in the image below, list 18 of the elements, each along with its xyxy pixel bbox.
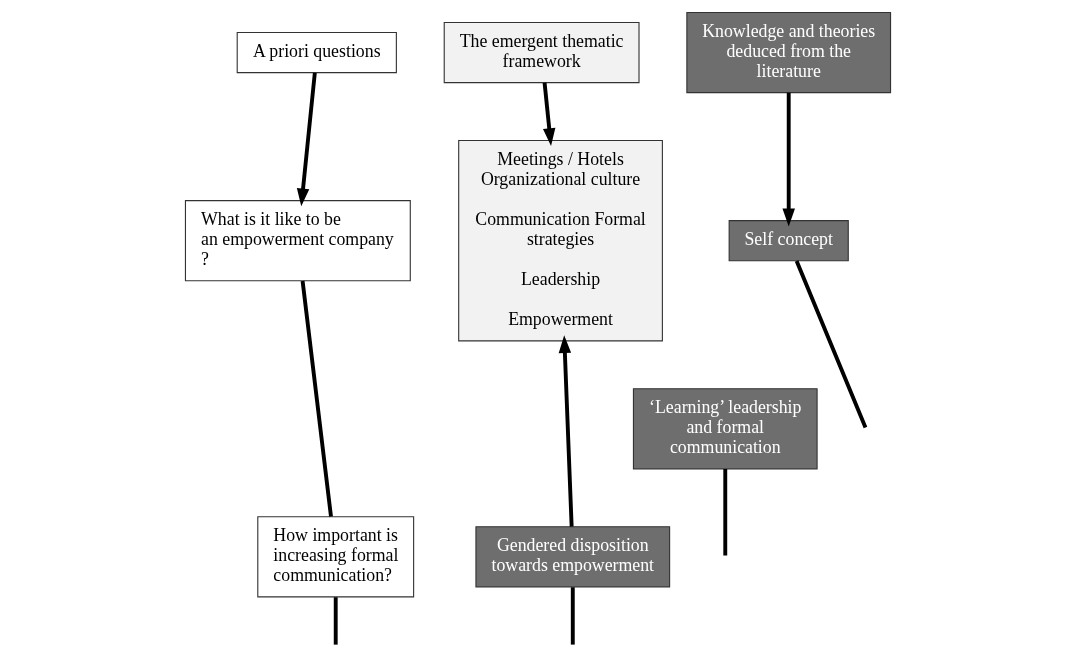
node-box: A priori questions	[236, 32, 397, 74]
connector	[794, 260, 867, 429]
arrow	[558, 335, 574, 527]
connector	[570, 587, 575, 645]
node-box: Self concept	[728, 220, 849, 262]
node-box: Meetings / Hotels Organizational culture Communication Formal strategies Leadership Empowerment	[457, 139, 663, 342]
node-box: Gendered disposition towards empowerment	[474, 526, 670, 588]
node-box: Knowledge and theories deduced from the literature	[685, 11, 891, 94]
connector	[333, 597, 338, 645]
node-box: The emergent thematic framework	[443, 21, 640, 84]
arrow	[781, 92, 795, 227]
connector	[722, 469, 727, 556]
node-box: How important is increasing formal communication?	[256, 516, 414, 598]
node-box: ‘Learning’ leadership and formal communication	[632, 388, 818, 470]
arrow	[542, 82, 555, 147]
arrow	[296, 72, 317, 207]
node-box: What is it like to be an empowerment company ?	[184, 200, 411, 282]
connector	[300, 280, 333, 517]
